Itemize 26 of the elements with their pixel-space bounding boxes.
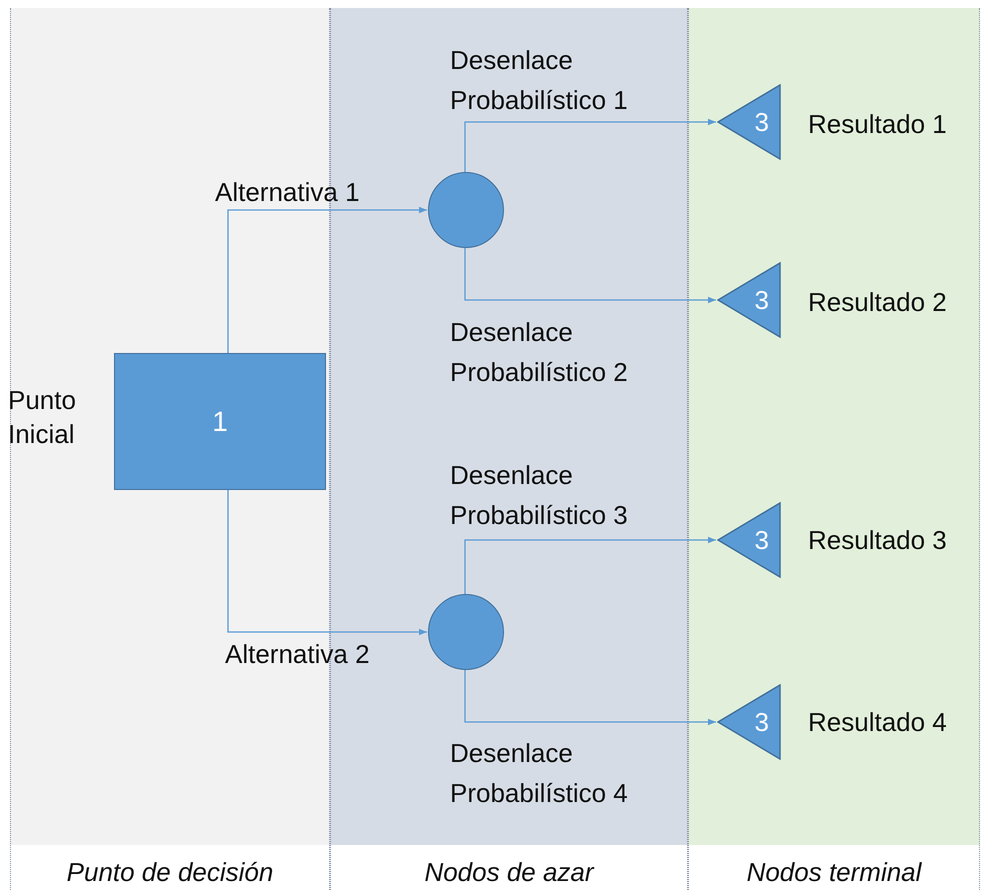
column-title: Punto de decisión [66, 857, 274, 888]
node-caption: Resultado 2 [808, 286, 947, 319]
column-title: Nodos terminal [746, 857, 923, 888]
connector-arrow [464, 248, 716, 304]
terminal-triangle: 3 [717, 84, 781, 160]
edge-label: Desenlace Probabilístico 1 [450, 44, 629, 118]
decision-box: 1 [114, 353, 326, 490]
terminal-triangle: 3 [717, 684, 781, 760]
connector-arrow [464, 670, 716, 726]
connector-arrow [227, 490, 427, 636]
column-title: Nodos de azar [423, 857, 596, 888]
terminal-triangle: 3 [717, 262, 781, 338]
node-caption: Punto Inicial [8, 384, 77, 451]
node-caption: Resultado 3 [808, 524, 947, 557]
node-caption: Resultado 1 [808, 108, 947, 141]
connector-arrow [464, 118, 716, 172]
edge-label: Desenlace Probabilístico 2 [450, 316, 629, 390]
column-band [688, 8, 980, 890]
node-caption: Resultado 4 [808, 706, 947, 739]
connector-arrow [227, 206, 427, 353]
connector-arrow [464, 536, 716, 594]
edge-label: Desenlace Probabilístico 4 [450, 737, 629, 810]
edge-label: Desenlace Probabilístico 3 [450, 459, 629, 532]
edge-label: Alternativa 2 [225, 638, 371, 671]
edge-label: Alternativa 1 [215, 176, 361, 209]
terminal-triangle: 3 [717, 502, 781, 578]
